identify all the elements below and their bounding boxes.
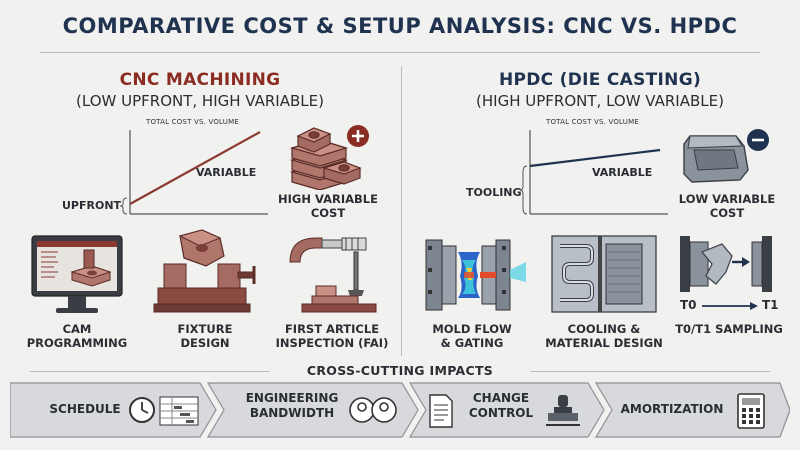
cross-rule-left (30, 371, 270, 372)
fixture-caption-line1: FIXTURE (177, 322, 233, 336)
cnc-cost-caption-line1: HIGH VARIABLE (278, 192, 378, 206)
bandwidth-label-line2: BANDWIDTH (249, 406, 335, 420)
amortization-label: AMORTIZATION (620, 402, 724, 416)
hpdc-cost-caption-line2: COST (709, 206, 745, 220)
cnc-upfront-label: UPFRONT (62, 199, 122, 212)
change-label-line1: CHANGE (472, 391, 530, 405)
cast-part-icon (683, 129, 769, 183)
bandwidth-label-line1: ENGINEERING (245, 391, 339, 405)
hpdc-chart-title: TOTAL COST VS. VOLUME (546, 118, 639, 126)
fai-caption: FIRST ARTICLE INSPECTION (FAI) (268, 322, 396, 350)
team-gears-icon (349, 397, 397, 423)
hpdc-tooling-label: TOOLING (466, 186, 522, 199)
hpdc-variable-label: VARIABLE (592, 166, 653, 179)
hpdc-cost-line (529, 148, 661, 168)
cnc-cost-caption-line2: COST (310, 206, 346, 220)
mold-flow-icon (425, 239, 526, 311)
stamp-icon (546, 395, 580, 426)
cnc-cost-line (129, 131, 261, 205)
sampling-die-icon (680, 236, 772, 292)
cam-programming-caption: CAM PROGRAMMING (18, 322, 136, 350)
cross-rule-right (530, 371, 770, 372)
sampling-caption: T0/T1 SAMPLING (666, 322, 792, 336)
cnc-cost-chart (119, 130, 268, 215)
hpdc-cost-caption: LOW VARIABLE COST (666, 192, 788, 220)
mold-flow-caption-line2: & GATING (440, 336, 504, 350)
hpdc-cost-chart (519, 130, 668, 215)
micrometer-icon (289, 237, 377, 313)
cam-monitor-icon (31, 235, 123, 313)
cnc-chart-title: TOTAL COST VS. VOLUME (146, 118, 239, 126)
cnc-title: CNC MACHINING (119, 70, 281, 90)
impact-banner (10, 382, 790, 438)
cnc-heading: CNC MACHINING (LOW UPFRONT, HIGH VARIABL… (20, 70, 380, 110)
page-title: COMPARATIVE COST & SETUP ANALYSIS: CNC V… (62, 14, 738, 38)
t1-label: T1 (762, 298, 779, 312)
impact-label-change: CHANGE CONTROL (456, 391, 546, 421)
impact-label-amortization: AMORTIZATION (612, 402, 732, 417)
t0-label: T0 (680, 298, 697, 312)
t0-t1-arrow-icon (702, 302, 758, 310)
fixture-design-caption: FIXTURE DESIGN (148, 322, 262, 350)
cooling-caption-line2: MATERIAL DESIGN (545, 336, 663, 350)
clock-icon (129, 397, 155, 423)
fixture-caption-line2: DESIGN (180, 336, 230, 350)
mold-flow-caption-line1: MOLD FLOW (432, 322, 512, 336)
change-label-line2: CONTROL (468, 406, 534, 420)
hpdc-heading: HPDC (DIE CASTING) (HIGH UPFRONT, LOW VA… (420, 70, 780, 110)
vise-fixture-icon (153, 229, 256, 313)
stacked-parts-icon (289, 125, 369, 190)
title-rule (40, 52, 760, 53)
cam-caption-line2: PROGRAMMING (26, 336, 128, 350)
calculator-icon (737, 393, 765, 429)
hpdc-title: HPDC (DIE CASTING) (498, 70, 702, 90)
schedule-label: SCHEDULE (49, 402, 121, 416)
impact-segment-change (408, 382, 605, 438)
center-divider (401, 66, 402, 356)
hpdc-tooling-brace (519, 165, 528, 215)
cooling-caption-line1: COOLING & (567, 322, 641, 336)
cnc-upfront-brace (119, 197, 128, 215)
gantt-chart-icon (159, 396, 199, 426)
fai-caption-line2: INSPECTION (FAI) (275, 336, 389, 350)
cam-caption-line1: CAM (62, 322, 92, 336)
sampling-caption-line1: T0/T1 SAMPLING (675, 322, 783, 336)
impact-label-schedule: SCHEDULE (40, 402, 130, 417)
hpdc-cost-caption-line1: LOW VARIABLE (678, 192, 776, 206)
cooling-caption: COOLING & MATERIAL DESIGN (536, 322, 672, 350)
impact-label-bandwidth: ENGINEERING BANDWIDTH (232, 391, 352, 421)
impact-segment-bandwidth (206, 382, 419, 438)
hpdc-subtitle: (HIGH UPFRONT, LOW VARIABLE) (476, 92, 724, 110)
cnc-variable-label: VARIABLE (196, 166, 257, 179)
document-icon (429, 394, 453, 428)
cnc-cost-caption: HIGH VARIABLE COST (272, 192, 384, 220)
cooling-die-icon (551, 235, 657, 313)
cross-cutting-title: CROSS-CUTTING IMPACTS (306, 363, 494, 378)
fai-caption-line1: FIRST ARTICLE (284, 322, 380, 336)
cnc-subtitle: (LOW UPFRONT, HIGH VARIABLE) (76, 92, 324, 110)
mold-flow-caption: MOLD FLOW & GATING (412, 322, 532, 350)
